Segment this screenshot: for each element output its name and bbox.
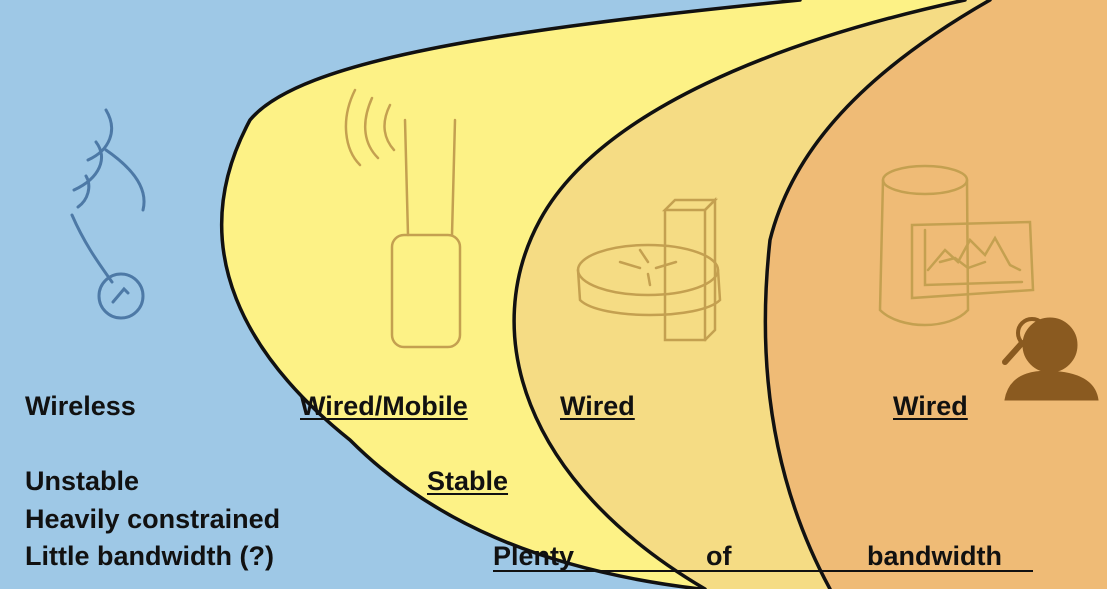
property-stable: Stable	[427, 466, 509, 496]
zone-label-wired: Wired	[560, 391, 635, 421]
property-little-bandwidth: Little bandwidth (?)	[25, 541, 274, 571]
person-with-magnifier-icon	[1002, 317, 1099, 401]
wireless-sensor-icon	[70, 108, 146, 320]
zone-label-wired-mobile: Wired/Mobile	[300, 391, 468, 421]
router-icon	[576, 196, 722, 342]
zone-boundary-2	[512, 0, 967, 589]
property-bandwidth: bandwidth	[867, 541, 1002, 571]
property-of: of	[706, 541, 732, 571]
server-monitor-icon	[878, 164, 1035, 327]
zone-boundary-1	[219, 0, 802, 589]
wired-far-zone	[765, 0, 1107, 589]
access-point-icon	[344, 88, 462, 349]
zone-label-wireless: Wireless	[25, 391, 136, 421]
property-heavily-constrained: Heavily constrained	[25, 504, 281, 534]
property-unstable: Unstable	[25, 466, 140, 496]
property-plenty: Plenty	[493, 541, 575, 571]
zone-boundary-3	[763, 0, 992, 589]
zone-label-wired-far: Wired	[893, 391, 968, 421]
